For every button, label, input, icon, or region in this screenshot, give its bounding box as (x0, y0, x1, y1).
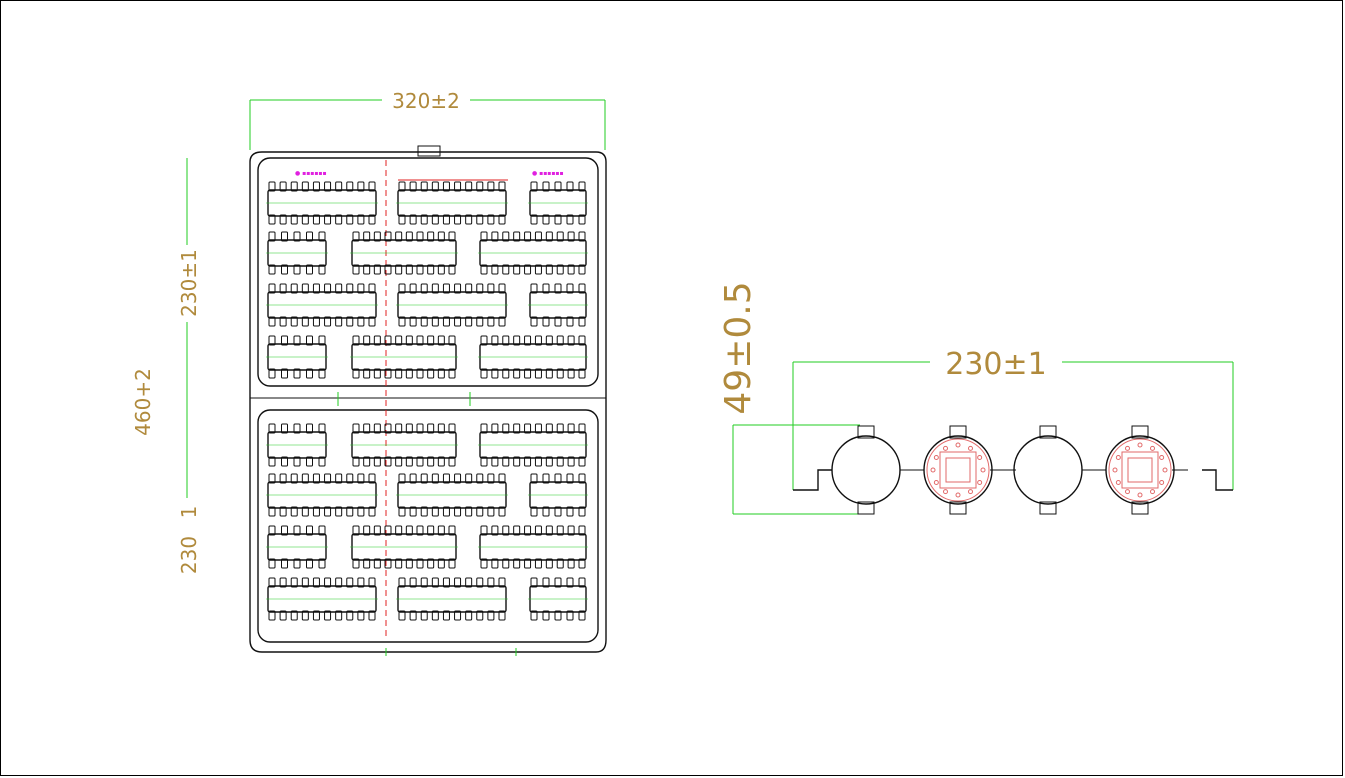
component-slot (350, 525, 458, 569)
component-slot (266, 473, 378, 517)
component-slot (266, 181, 378, 225)
component-slot (350, 423, 458, 467)
component-slot (396, 181, 508, 225)
component-slot (528, 577, 588, 621)
component-slot (350, 231, 458, 275)
annotation-left: ● ▪▪▪▪▪▪ (295, 170, 327, 177)
component-slot (266, 283, 378, 327)
profile-outline (793, 469, 1233, 491)
component-slot (350, 335, 458, 379)
component-slot (396, 283, 508, 327)
component-slot (266, 577, 378, 621)
lower-half-label-b: 1 (177, 506, 201, 519)
pcb-pocket (923, 425, 993, 515)
tray-height-dimension: 230±1 460+2 1 230 (131, 158, 201, 574)
profile-width-dimension: 230±1 (792, 347, 1234, 490)
profile-height-label: 49±0.5 (718, 281, 759, 414)
component-slot (478, 231, 588, 275)
lower-half-label-a: 230 (177, 536, 201, 574)
empty-pocket (831, 425, 901, 515)
component-slot (266, 231, 328, 275)
component-slot (266, 525, 328, 569)
component-slot (528, 473, 588, 517)
profile-width-label: 230±1 (945, 347, 1046, 382)
tray-width-label: 320±2 (392, 89, 460, 113)
component-slot (528, 181, 588, 225)
component-slot (266, 423, 328, 467)
tray-width-dimension: 320±2 (249, 89, 606, 150)
profile-height-dimension: 49±0.5 (718, 281, 860, 515)
annotation-right: ● ▪▪▪▪▪▪ (532, 170, 564, 177)
component-slot (396, 473, 508, 517)
total-height-label: 460+2 (131, 368, 155, 436)
upper-half-label: 230±1 (177, 249, 201, 317)
pcb-pocket (1105, 425, 1175, 515)
component-slot (266, 335, 328, 379)
component-slot (478, 335, 588, 379)
tray-outline (249, 145, 607, 656)
component-slot (478, 423, 588, 467)
component-slot (528, 283, 588, 327)
profile-pockets (831, 425, 1175, 515)
component-slot (396, 577, 508, 621)
empty-pocket (1013, 425, 1083, 515)
component-slot (478, 525, 588, 569)
tray-slots (266, 181, 588, 621)
